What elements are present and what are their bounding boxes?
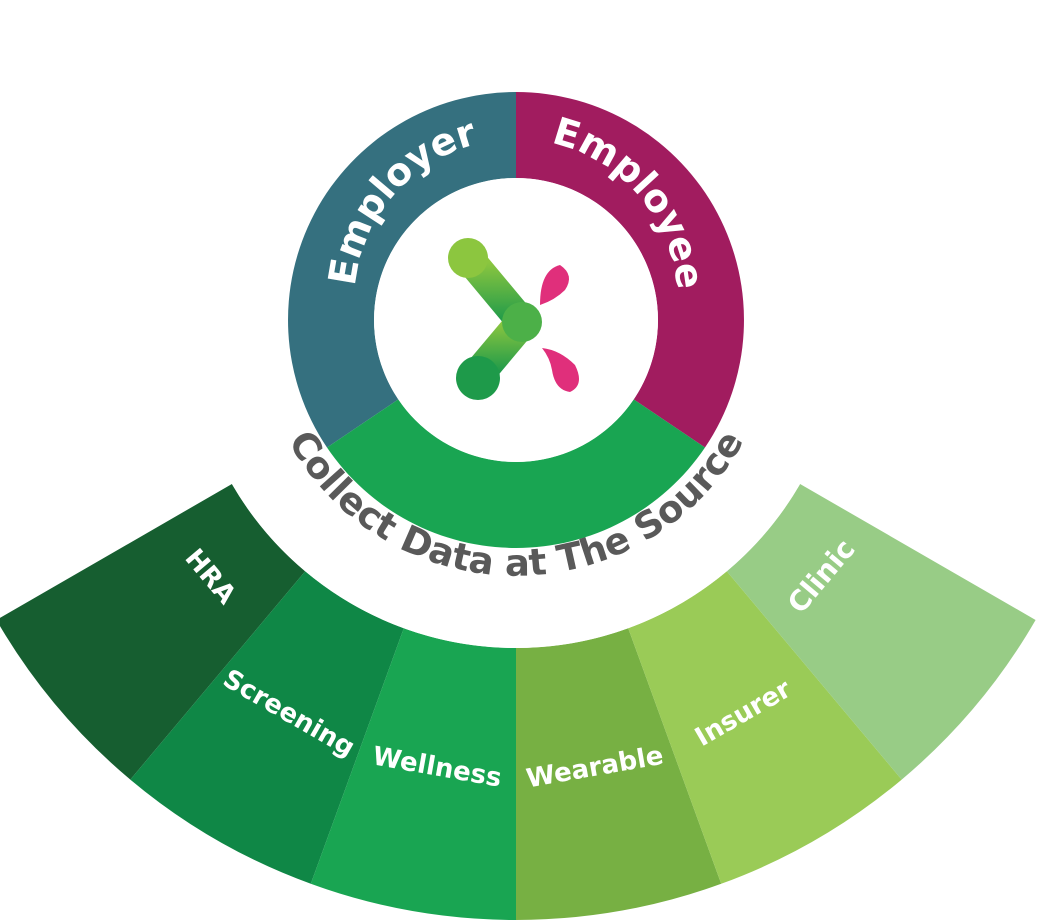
source-segment-wellness xyxy=(310,628,516,920)
source-fan xyxy=(0,484,1036,920)
source-segment-hra xyxy=(0,484,306,780)
ring-segment-employee xyxy=(516,92,744,448)
ring-segment-collect xyxy=(327,399,705,548)
ring-segment-employer xyxy=(288,92,516,448)
x-molecule-logo-icon xyxy=(448,238,579,400)
collect-data-band xyxy=(229,430,803,649)
source-segment-clinic xyxy=(726,484,1036,780)
source-segment-insurer xyxy=(628,571,902,884)
source-segment-wearable xyxy=(516,628,722,920)
source-segment-screening xyxy=(130,571,404,884)
